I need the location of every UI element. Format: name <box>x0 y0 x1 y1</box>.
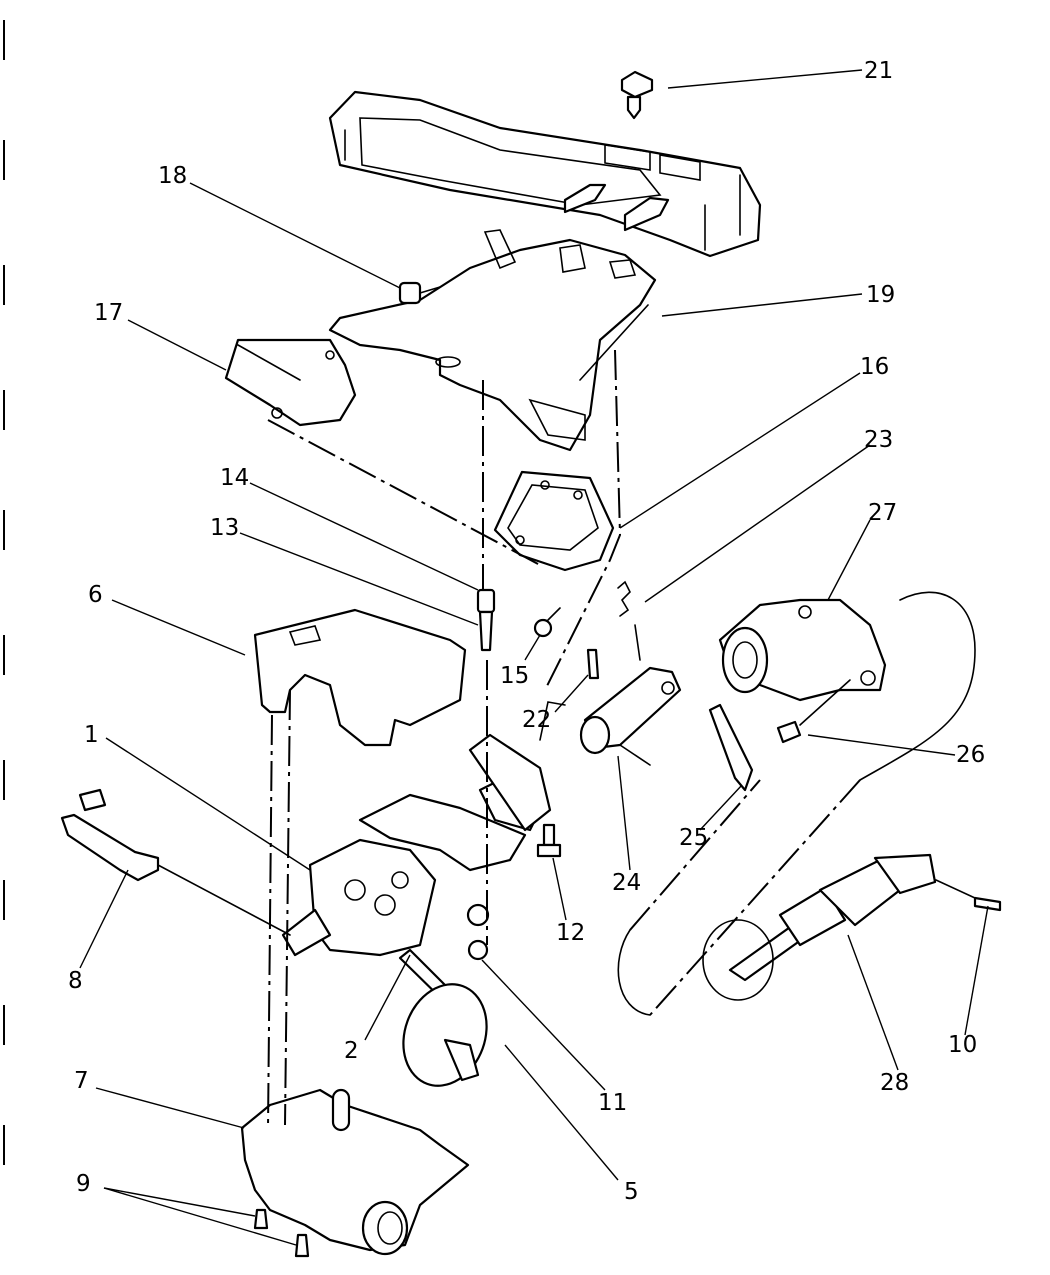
callout-12: 12 <box>556 920 585 946</box>
callout-2: 2 <box>344 1038 359 1064</box>
lever-8 <box>60 788 160 882</box>
part-18 <box>398 281 441 305</box>
callout-18: 18 <box>158 163 187 189</box>
lower-shroud-7 <box>240 1088 470 1256</box>
bracket-16 <box>493 470 615 572</box>
intermediate-shaft-28 <box>702 853 937 1001</box>
callout-6: 6 <box>88 582 103 608</box>
callout-8: 8 <box>68 968 83 994</box>
shift-disc-5 <box>402 983 488 1087</box>
callout-13: 13 <box>210 515 239 541</box>
callout-23: 23 <box>864 427 893 453</box>
upper-shroud-6 <box>253 608 467 747</box>
callout-5: 5 <box>624 1179 639 1205</box>
callout-26: 26 <box>956 742 985 768</box>
callout-25: 25 <box>679 825 708 851</box>
pin-10 <box>973 896 1002 912</box>
callout-10: 10 <box>948 1032 977 1058</box>
callout-21: 21 <box>864 58 893 84</box>
instrument-panel-duct <box>328 90 762 258</box>
callout-16: 16 <box>860 354 889 380</box>
callout-9: 9 <box>76 1171 91 1197</box>
column-assembly-1 <box>281 733 552 957</box>
callout-27: 27 <box>868 500 897 526</box>
screws-9 <box>253 1208 310 1258</box>
steering-gear-housing-27 <box>718 598 887 702</box>
screw-15 <box>533 607 561 638</box>
callout-22: 22 <box>522 707 551 733</box>
screw-12 <box>536 823 562 858</box>
pin-22 <box>586 648 600 680</box>
callout-1: 1 <box>84 722 99 748</box>
screw-21 <box>620 70 654 120</box>
callout-7: 7 <box>74 1068 89 1094</box>
callout-14: 14 <box>220 465 249 491</box>
callout-24: 24 <box>612 870 641 896</box>
callout-15: 15 <box>500 663 529 689</box>
nut-11 <box>466 903 490 961</box>
callout-11: 11 <box>598 1090 627 1116</box>
assembly-lines <box>157 349 976 1129</box>
screw-26 <box>776 720 802 744</box>
lower-cover-17 <box>224 338 357 427</box>
leader-lines <box>79 69 989 1246</box>
callout-labels: 21 18 19 17 16 23 14 13 27 6 15 22 1 26 … <box>68 58 985 1205</box>
bolt-25 <box>708 703 754 792</box>
support-bracket <box>328 229 657 452</box>
callout-17: 17 <box>94 300 123 326</box>
cable-end-14-13 <box>476 588 496 652</box>
clip-23 <box>617 580 631 617</box>
coupler-24 <box>579 666 682 755</box>
callout-19: 19 <box>866 282 895 308</box>
callout-28: 28 <box>880 1070 909 1096</box>
